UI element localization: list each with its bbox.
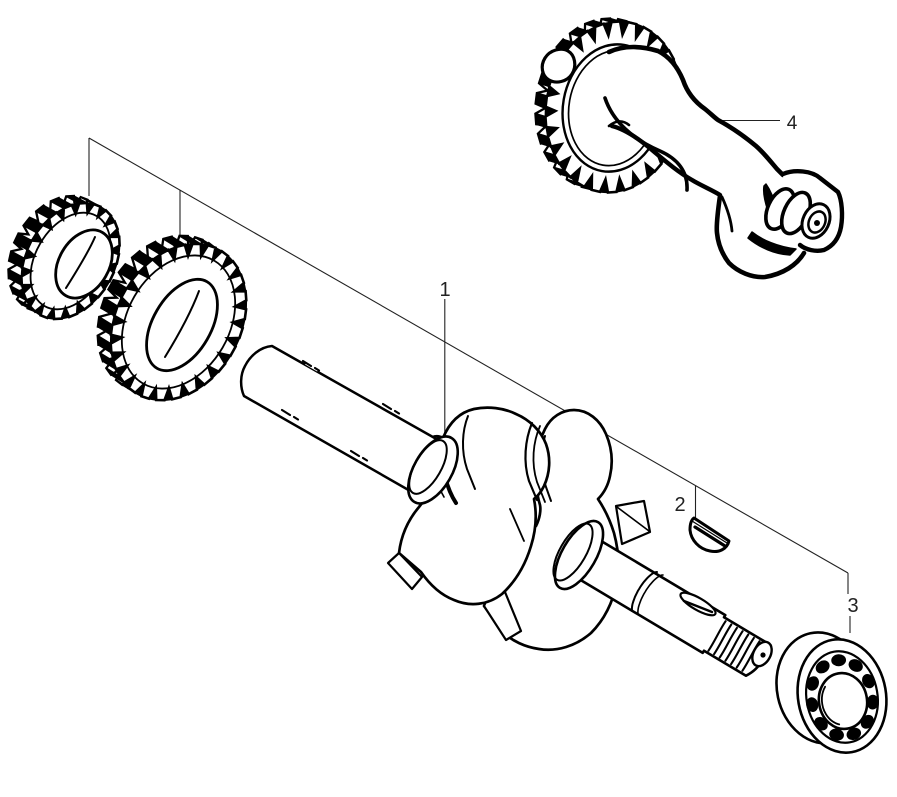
svg-text:4: 4 xyxy=(787,113,798,134)
svg-text:2: 2 xyxy=(674,494,685,516)
svg-text:1: 1 xyxy=(439,279,450,301)
svg-text:3: 3 xyxy=(847,595,858,617)
